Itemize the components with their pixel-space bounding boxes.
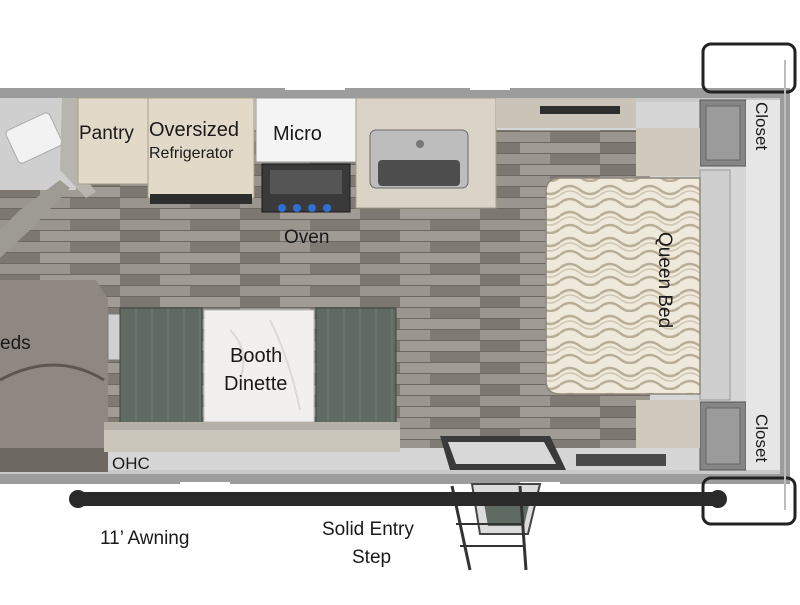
queen-bed <box>545 177 701 395</box>
label-booth: Booth <box>230 345 283 367</box>
label-micro: Micro <box>273 123 322 145</box>
label-solid-entry: Solid Entry <box>322 519 414 540</box>
vent-bar <box>540 106 620 114</box>
label-step: Step <box>352 547 392 568</box>
booth-seat-left <box>119 307 203 425</box>
label-closet-bottom: Closet <box>752 414 771 463</box>
front-cap <box>701 42 797 94</box>
dinette-table <box>203 309 315 423</box>
label-dinette: Dinette <box>224 373 288 395</box>
label-pantry: Pantry <box>79 123 134 144</box>
microwave <box>255 97 357 163</box>
booth-seat-right <box>315 307 397 425</box>
label-awning: 11’ Awning <box>100 528 190 549</box>
label-ohc: OHC <box>112 454 150 473</box>
refrigerator-cabinet <box>147 97 255 199</box>
label-queen-bed: Queen Bed <box>654 232 675 329</box>
label-oven: Oven <box>284 227 330 248</box>
label-oversized: Oversized <box>149 119 240 141</box>
label-bunk-beds: eds <box>0 333 31 354</box>
awning <box>72 492 724 506</box>
label-refrigerator: Refrigerator <box>149 145 234 162</box>
label-closet-top: Closet <box>752 102 771 151</box>
ohc-cabinet <box>104 430 400 452</box>
